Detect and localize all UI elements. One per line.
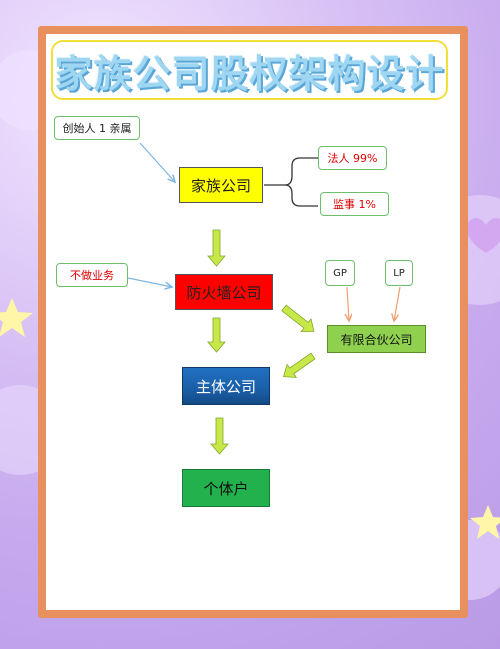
block-arrow-firewall-to-partnership	[281, 304, 315, 332]
limited-partnership-node: 有限合伙公司	[327, 325, 426, 353]
main-company-label: 主体公司	[195, 377, 256, 396]
lp-node: LP	[385, 260, 413, 286]
limited-partnership-label: 有限合伙公司	[340, 332, 413, 347]
firewall-company-node: 防火墙公司	[175, 274, 273, 310]
block-arrow-family-to-firewall	[207, 229, 226, 267]
no-business-label: 不做业务	[70, 269, 114, 282]
gp-node: GP	[325, 260, 355, 286]
legal-person-node: 法人 99%	[318, 146, 387, 170]
individual-label: 个体户	[203, 479, 249, 498]
firewall-company-label: 防火墙公司	[186, 283, 262, 302]
arrow-note-to-firewall	[127, 277, 172, 287]
arrow-lp-to-partnership	[394, 286, 401, 321]
lp-label: LP	[393, 267, 405, 279]
founder-node: 创始人 1 亲属	[54, 116, 140, 140]
family-company-label: 家族公司	[190, 176, 251, 195]
page-title: 家族公司股权架构设计	[54, 51, 445, 96]
block-arrow-partnership-to-main	[282, 352, 316, 378]
legal-person-label: 法人 99%	[327, 152, 378, 165]
family-company-node: 家族公司	[179, 167, 263, 203]
title-banner: 家族公司股权架构设计	[51, 40, 448, 100]
supervisor-node: 监事 1%	[320, 192, 389, 216]
arrow-gp-to-partnership	[347, 286, 349, 321]
block-arrow-firewall-to-main	[207, 317, 226, 353]
block-arrow-main-to-individual	[210, 417, 229, 455]
gp-label: GP	[333, 267, 347, 279]
arrow-founder-to-family	[139, 142, 175, 182]
brace-connector	[264, 157, 318, 207]
individual-node: 个体户	[182, 469, 270, 507]
no-business-node: 不做业务	[56, 263, 128, 287]
supervisor-label: 监事 1%	[333, 198, 376, 211]
founder-label: 创始人 1 亲属	[62, 122, 132, 135]
main-company-node: 主体公司	[182, 367, 270, 405]
